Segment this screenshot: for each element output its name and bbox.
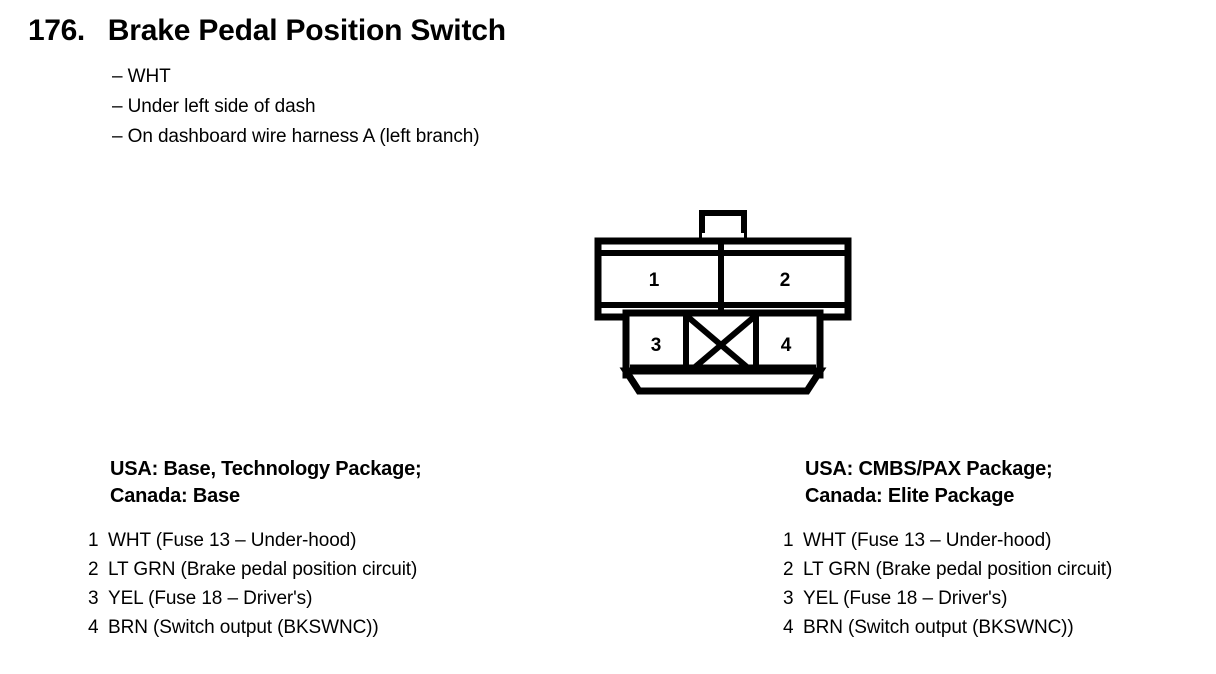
connector-lower-housing <box>622 309 824 379</box>
pin-description: BRN (Switch output (BKSWNC)) <box>803 617 1074 638</box>
legend-heading-left-line1: USA: Base, Technology Package; <box>110 458 422 480</box>
pin-row: 3 YEL (Fuse 18 – Driver's) <box>783 584 1112 613</box>
pin-number: 2 <box>783 559 794 580</box>
pin-number: 2 <box>88 559 99 580</box>
pin-number: 3 <box>783 588 794 609</box>
cavity-label-4: 4 <box>781 335 792 356</box>
legend-heading-right-line2: Canada: Elite Package <box>805 485 1015 507</box>
pin-description: LT GRN (Brake pedal position circuit) <box>108 559 418 580</box>
legend-heading-right-line1: USA: CMBS/PAX Package; <box>805 458 1053 480</box>
pin-list-left: 1 WHT (Fuse 13 – Under-hood) 2 LT GRN (B… <box>88 526 422 642</box>
bullet-item: – Under left side of dash <box>112 96 316 117</box>
cavity-label-3: 3 <box>651 335 662 356</box>
connector-svg: 1 2 3 4 <box>594 210 852 395</box>
pin-description: BRN (Switch output (BKSWNC)) <box>108 617 379 638</box>
pin-number: 3 <box>88 588 99 609</box>
cavity-label-1: 1 <box>649 270 660 291</box>
blocked-cavity-x-icon <box>686 314 756 376</box>
legend-column-right: USA: CMBS/PAX Package; Canada: Elite Pac… <box>783 456 1112 642</box>
pin-description: YEL (Fuse 18 – Driver's) <box>803 588 1008 609</box>
pin-description: YEL (Fuse 18 – Driver's) <box>108 588 313 609</box>
header-bullet-list: – WHT – Under left side of dash – On das… <box>112 62 480 152</box>
legend-heading-left-line2: Canada: Base <box>110 485 240 507</box>
pin-row: 1 WHT (Fuse 13 – Under-hood) <box>88 526 422 555</box>
pin-description: LT GRN (Brake pedal position circuit) <box>803 559 1113 580</box>
connector-diagram: 1 2 3 4 <box>590 205 860 400</box>
pin-row: 4 BRN (Switch output (BKSWNC)) <box>88 613 422 642</box>
bullet-item: – On dashboard wire harness A (left bran… <box>112 126 480 147</box>
pin-list-right: 1 WHT (Fuse 13 – Under-hood) 2 LT GRN (B… <box>783 526 1112 642</box>
pin-row: 3 YEL (Fuse 18 – Driver's) <box>88 584 422 613</box>
pin-number: 1 <box>783 530 794 551</box>
bullet-item: – WHT <box>112 66 171 87</box>
page-title: Brake Pedal Position Switch <box>107 14 506 47</box>
pin-number: 4 <box>783 617 794 638</box>
title-row: 176. Brake Pedal Position Switch <box>28 14 506 48</box>
cavity-label-2: 2 <box>780 270 791 291</box>
connector-bottom-skirt <box>619 367 827 395</box>
item-number: 176. <box>28 14 85 47</box>
pin-row: 1 WHT (Fuse 13 – Under-hood) <box>783 526 1112 555</box>
pin-description: WHT (Fuse 13 – Under-hood) <box>803 530 1052 551</box>
pin-description: WHT (Fuse 13 – Under-hood) <box>108 530 357 551</box>
pin-number: 1 <box>88 530 99 551</box>
pin-row: 2 LT GRN (Brake pedal position circuit) <box>88 555 422 584</box>
pin-row: 2 LT GRN (Brake pedal position circuit) <box>783 555 1112 584</box>
pin-number: 4 <box>88 617 99 638</box>
connector-upper-housing <box>594 237 852 321</box>
pin-row: 4 BRN (Switch output (BKSWNC)) <box>783 613 1112 642</box>
legend-column-left: USA: Base, Technology Package; Canada: B… <box>88 456 422 642</box>
